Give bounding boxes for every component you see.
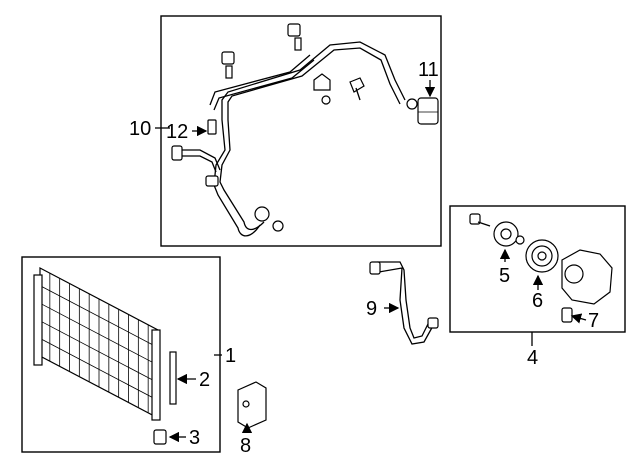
callout-5: 5 <box>499 265 510 287</box>
callout-7: 7 <box>588 310 599 332</box>
compressor-assembly <box>469 213 613 323</box>
compressor-box <box>449 205 626 333</box>
discharge-suction-hoses <box>171 23 439 237</box>
condenser <box>33 267 177 445</box>
callout-6: 6 <box>532 290 543 312</box>
part-9-hose <box>369 261 439 345</box>
callout-11: 11 <box>418 59 439 81</box>
callout-9: 9 <box>366 298 377 320</box>
callout-10: 10 <box>129 118 151 140</box>
callout-12: 12 <box>166 121 188 143</box>
leader-7 <box>570 313 587 324</box>
callout-1: 1 <box>225 345 236 367</box>
callout-3: 3 <box>189 427 200 449</box>
part-8-bracket <box>237 381 267 429</box>
callout-8: 8 <box>240 435 251 457</box>
callout-2: 2 <box>199 369 210 391</box>
hose-group-box <box>160 15 442 247</box>
callout-4: 4 <box>527 347 538 369</box>
